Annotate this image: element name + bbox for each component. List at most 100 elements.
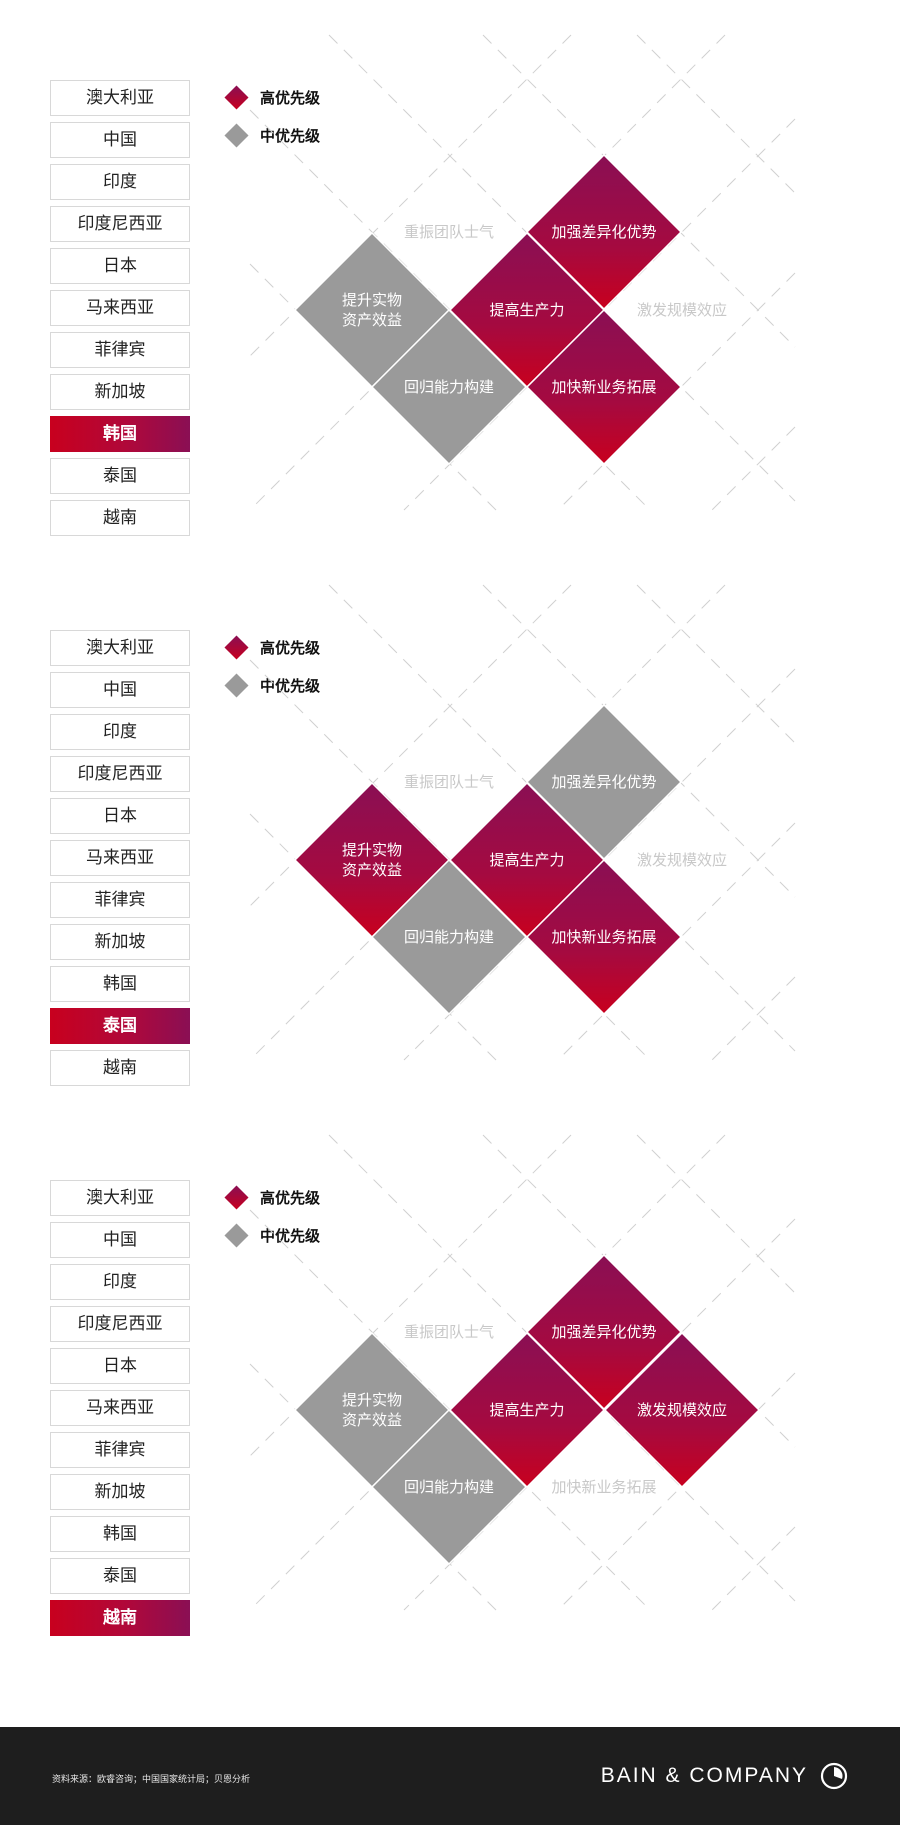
high-priority-diamond xyxy=(525,308,683,466)
priority-label: 提高生产力 xyxy=(489,851,564,869)
priority-cell-dim1: 重振团队士气 xyxy=(404,1323,494,1341)
priority-label: 重振团队士气 xyxy=(404,223,494,241)
country-button[interactable]: 马来西亚 xyxy=(50,1390,190,1426)
priority-panel-2: 澳大利亚中国印度印度尼西亚日本马来西亚菲律宾新加坡韩国泰国越南高优先级中优先级重… xyxy=(0,550,900,1100)
lattice-line xyxy=(249,584,726,1061)
country-button[interactable]: 菲律宾 xyxy=(50,882,190,918)
legend-label: 高优先级 xyxy=(260,1189,321,1207)
legend-label: 中优先级 xyxy=(260,677,321,695)
high-priority-diamond xyxy=(603,1331,761,1489)
country-button[interactable]: 菲律宾 xyxy=(50,1432,190,1468)
lattice-line xyxy=(249,1134,726,1611)
lattice-line xyxy=(557,272,796,511)
lattice-line xyxy=(328,34,796,502)
lattice-line xyxy=(636,34,796,194)
country-button[interactable]: 越南 xyxy=(50,1050,190,1086)
country-button[interactable]: 泰国 xyxy=(50,1558,190,1594)
legend-label: 中优先级 xyxy=(260,1227,321,1245)
priority-label: 提升实物 xyxy=(342,841,402,859)
country-button[interactable]: 中国 xyxy=(50,122,190,158)
priority-label: 激发规模效应 xyxy=(637,1401,727,1419)
logo-circle-icon xyxy=(820,1762,848,1790)
country-button[interactable]: 韩国 xyxy=(50,1516,190,1552)
priority-diamond-diagram: 重振团队士气加强差异化优势提升实物资产效益提高生产力激发规模效应回归能力构建加快… xyxy=(249,1134,796,1611)
priority-label: 加强差异化优势 xyxy=(551,1323,656,1341)
priority-label: 重振团队士气 xyxy=(404,773,494,791)
priority-label: 提高生产力 xyxy=(489,301,564,319)
country-button[interactable]: 印度尼西亚 xyxy=(50,756,190,792)
priority-label: 激发规模效应 xyxy=(637,301,727,319)
priority-label: 加快新业务拓展 xyxy=(551,378,656,396)
country-button[interactable]: 印度 xyxy=(50,1264,190,1300)
priority-label: 资产效益 xyxy=(342,861,402,879)
country-button[interactable]: 澳大利亚 xyxy=(50,80,190,116)
country-button[interactable]: 马来西亚 xyxy=(50,290,190,326)
priority-label: 回归能力构建 xyxy=(404,928,494,946)
priority-panel-3: 澳大利亚中国印度印度尼西亚日本马来西亚菲律宾新加坡韩国泰国越南 高优先级中优先级重… xyxy=(0,1100,900,1650)
country-button[interactable]: 日本 xyxy=(50,248,190,284)
lattice-line xyxy=(711,426,796,511)
priority-label: 激发规模效应 xyxy=(637,851,727,869)
priority-label: 回归能力构建 xyxy=(404,1478,494,1496)
priority-label: 加快新业务拓展 xyxy=(551,928,656,946)
logo-text: BAIN & COMPANY xyxy=(600,1764,808,1787)
priority-label: 加强差异化优势 xyxy=(551,773,656,791)
priority-cell-dim7: 加快新业务拓展 xyxy=(525,308,683,466)
lattice-line xyxy=(636,584,796,744)
priority-label: 提升实物 xyxy=(342,291,402,309)
lattice-line xyxy=(636,1134,796,1294)
country-button[interactable]: 马来西亚 xyxy=(50,840,190,876)
country-button[interactable]: 中国 xyxy=(50,1222,190,1258)
priority-label: 重振团队士气 xyxy=(404,1323,494,1341)
country-button[interactable]: 印度 xyxy=(50,164,190,200)
country-button[interactable]: 泰国 xyxy=(50,458,190,494)
country-button[interactable]: 越南 xyxy=(50,500,190,536)
country-button[interactable]: 日本 xyxy=(50,1348,190,1384)
priority-cell-dim1: 重振团队士气 xyxy=(404,223,494,241)
priority-label: 加强差异化优势 xyxy=(551,223,656,241)
high-priority-diamond xyxy=(525,858,683,1016)
lattice-line xyxy=(249,34,726,511)
legend-label: 中优先级 xyxy=(260,127,321,145)
legend-label: 高优先级 xyxy=(260,639,321,657)
priority-label: 提高生产力 xyxy=(489,1401,564,1419)
priority-label: 资产效益 xyxy=(342,1411,402,1429)
country-button[interactable]: 新加坡 xyxy=(50,924,190,960)
country-button[interactable]: 印度尼西亚 xyxy=(50,206,190,242)
priority-label: 加快新业务拓展 xyxy=(551,1478,656,1496)
country-button[interactable]: 越南 xyxy=(50,1600,190,1636)
priority-cell-dim6: 回归能力构建 xyxy=(370,1408,528,1566)
country-button[interactable]: 澳大利亚 xyxy=(50,1180,190,1216)
country-button[interactable]: 澳大利亚 xyxy=(50,630,190,666)
priority-cell-dim6: 回归能力构建 xyxy=(370,308,528,466)
country-list: 澳大利亚中国印度印度尼西亚日本马来西亚菲律宾新加坡韩国泰国越南 xyxy=(50,1180,190,1642)
country-button[interactable]: 日本 xyxy=(50,798,190,834)
mid-priority-diamond xyxy=(370,858,528,1016)
priority-cell-dim7: 加快新业务拓展 xyxy=(525,858,683,1016)
footer: 资料来源：欧睿咨询；中国国家统计局；贝恩分析 BAIN & COMPANY xyxy=(0,1727,900,1825)
legend-label: 高优先级 xyxy=(260,89,321,107)
lattice-line xyxy=(328,1134,796,1602)
lattice-line xyxy=(711,1526,796,1611)
lattice-line xyxy=(328,584,796,1052)
country-button[interactable]: 新加坡 xyxy=(50,1474,190,1510)
company-logo: BAIN & COMPANY xyxy=(601,1761,848,1791)
country-list: 澳大利亚中国印度印度尼西亚日本马来西亚菲律宾新加坡韩国泰国越南 xyxy=(50,80,190,542)
country-button[interactable]: 印度尼西亚 xyxy=(50,1306,190,1342)
country-button[interactable]: 中国 xyxy=(50,672,190,708)
country-list: 澳大利亚中国印度印度尼西亚日本马来西亚菲律宾新加坡韩国泰国越南 xyxy=(50,630,190,1092)
priority-label: 回归能力构建 xyxy=(404,378,494,396)
country-button[interactable]: 泰国 xyxy=(50,1008,190,1044)
lattice-line xyxy=(557,822,796,1061)
priority-label: 资产效益 xyxy=(342,311,402,329)
lattice-line xyxy=(711,976,796,1061)
priority-cell-dim6: 回归能力构建 xyxy=(370,858,528,1016)
country-button[interactable]: 韩国 xyxy=(50,416,190,452)
country-button[interactable]: 菲律宾 xyxy=(50,332,190,368)
country-button[interactable]: 韩国 xyxy=(50,966,190,1002)
mid-priority-diamond xyxy=(370,308,528,466)
country-button[interactable]: 新加坡 xyxy=(50,374,190,410)
country-button[interactable]: 印度 xyxy=(50,714,190,750)
